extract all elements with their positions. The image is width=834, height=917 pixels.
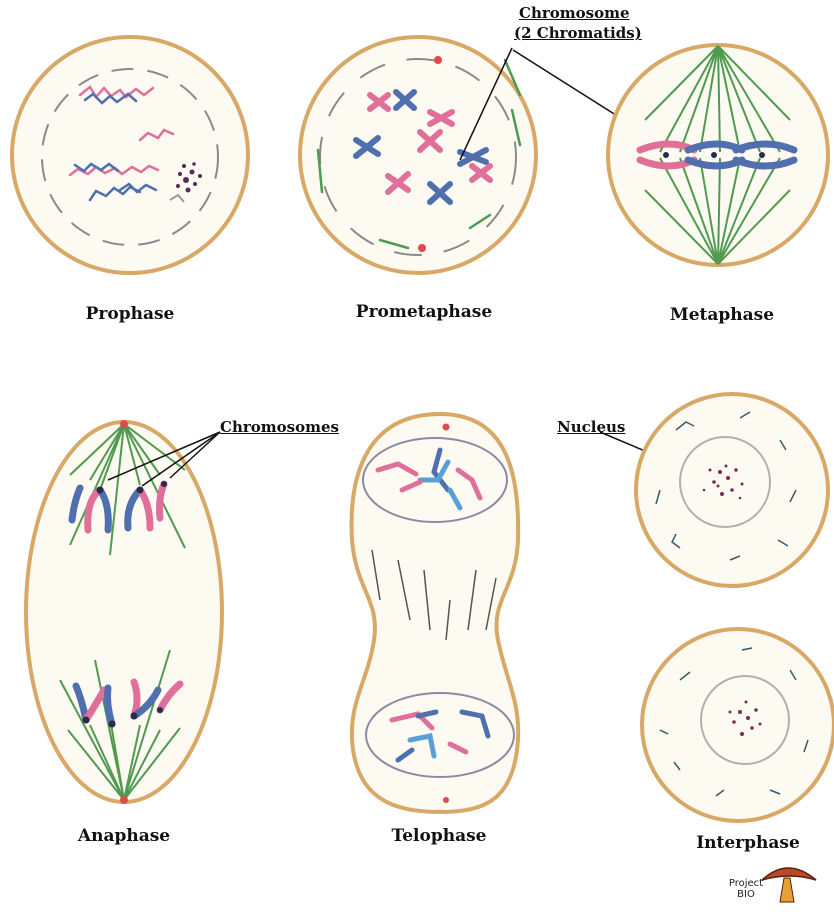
interphase-label: Interphase [696,833,800,853]
chromosomes-callout-label: Chromosomes [220,418,339,436]
metaphase-centromere [663,152,669,158]
metaphase-centromere-2 [711,152,717,158]
logo-line-2: BIO [728,889,764,900]
anaphase-cell [26,420,222,804]
anaphase-centrosome-bottom [120,796,128,804]
project-bio-logo-icon [762,868,816,902]
metaphase-label: Metaphase [670,305,774,325]
interphase-cell-1 [636,394,828,586]
telophase-cell [352,414,519,812]
logo-line-1: Project [728,878,764,889]
prophase-cell [12,37,248,273]
anaphase-label: Anaphase [78,826,170,846]
prometaphase-centrosome [434,56,442,64]
telophase-label: Telophase [392,826,487,846]
nucleus-callout-label: Nucleus [557,418,625,436]
interphase-cell-2 [642,629,834,821]
chromosome-callout-label: Chromosome [519,4,630,22]
telophase-centrosome-bottom [443,797,449,803]
prophase-label: Prophase [86,304,175,324]
project-bio-logo-text: Project BIO [728,878,764,900]
prometaphase-label: Prometaphase [356,302,492,322]
metaphase-centromere-3 [759,152,765,158]
telophase-centrosome-top [443,424,450,431]
prometaphase-centrosome-2 [418,244,426,252]
anaphase-centrosome-top [120,420,128,428]
chromatids-callout-label: (2 Chromatids) [514,24,642,42]
metaphase-cell [608,45,828,265]
